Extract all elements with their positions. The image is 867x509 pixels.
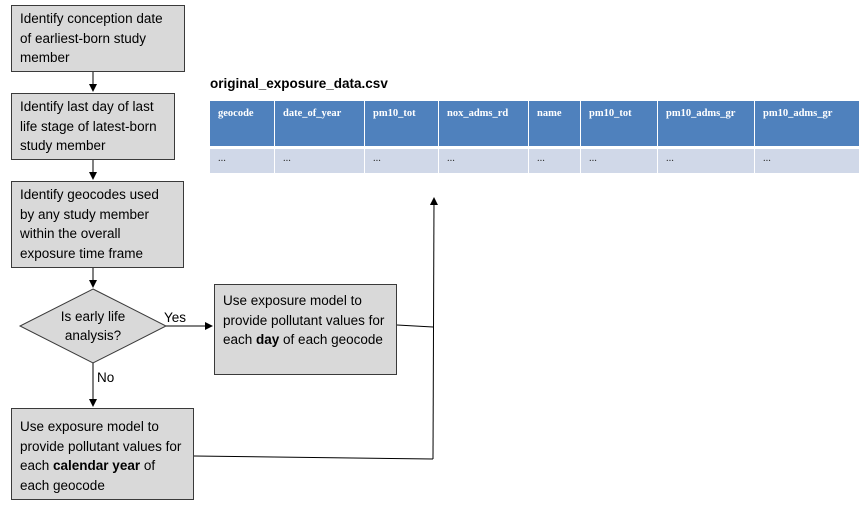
- identify-geocodes-box: Identify geocodes used by any study memb…: [11, 181, 184, 268]
- daily-exposure-model-box: Use exposure model to provide pollutant …: [214, 284, 397, 375]
- daily-model-text-prefix: Use exposure model to provide pollutant …: [223, 293, 385, 347]
- table-header-row: geocode date_of_year pm10_tot nox_adms_r…: [210, 101, 859, 146]
- connector-year-model-to-table: [193, 455, 434, 460]
- identify-last-day-text: Identify last day of last life stage of …: [20, 99, 157, 153]
- identify-geocodes-text: Identify geocodes used by any study memb…: [20, 187, 159, 261]
- identify-conception-box: Identify conception date of earliest-bor…: [11, 5, 185, 72]
- identify-conception-text: Identify conception date of earliest-bor…: [20, 11, 163, 65]
- yes-label: Yes: [164, 310, 187, 325]
- csv-file-title: original_exposure_data.csv: [210, 76, 388, 91]
- exposure-data-table: geocode date_of_year pm10_tot nox_adms_r…: [210, 101, 859, 173]
- table-cell: ...: [210, 146, 275, 173]
- connector-day-model-to-table: [396, 324, 434, 328]
- table-cell: ...: [365, 146, 439, 173]
- table-cell: ...: [581, 146, 658, 173]
- column-header: nox_adms_rd: [439, 101, 529, 146]
- yearly-exposure-model-box: Use exposure model to provide pollutant …: [11, 408, 194, 500]
- arrow-to-table: [429, 197, 438, 460]
- table-cell: ...: [658, 146, 755, 173]
- yearly-model-text-emphasis: calendar year: [53, 458, 141, 473]
- column-header: date_of_year: [275, 101, 365, 146]
- table-row: ... ... ... ... ... ... ... ...: [210, 146, 859, 173]
- column-header: pm10_tot: [581, 101, 658, 146]
- table-cell: ...: [755, 146, 859, 173]
- yearly-model-text-suffix: of each geocode: [20, 458, 156, 493]
- table-cell: ...: [275, 146, 365, 173]
- column-header: pm10_adms_gr: [658, 101, 755, 146]
- no-label: No: [97, 370, 115, 385]
- daily-model-text-emphasis: day: [256, 332, 280, 347]
- yearly-model-text-prefix: Use exposure model to provide pollutant …: [20, 419, 182, 473]
- early-life-question: Is early life analysis?: [60, 309, 126, 343]
- table-cell: ...: [529, 146, 581, 173]
- table-cell: ...: [439, 146, 529, 173]
- column-header: pm10_adms_gr: [755, 101, 859, 146]
- column-header: geocode: [210, 101, 275, 146]
- identify-last-day-box: Identify last day of last life stage of …: [11, 93, 175, 160]
- daily-model-text-suffix: of each geocode: [279, 332, 383, 347]
- column-header: name: [529, 101, 581, 146]
- column-header: pm10_tot: [365, 101, 439, 146]
